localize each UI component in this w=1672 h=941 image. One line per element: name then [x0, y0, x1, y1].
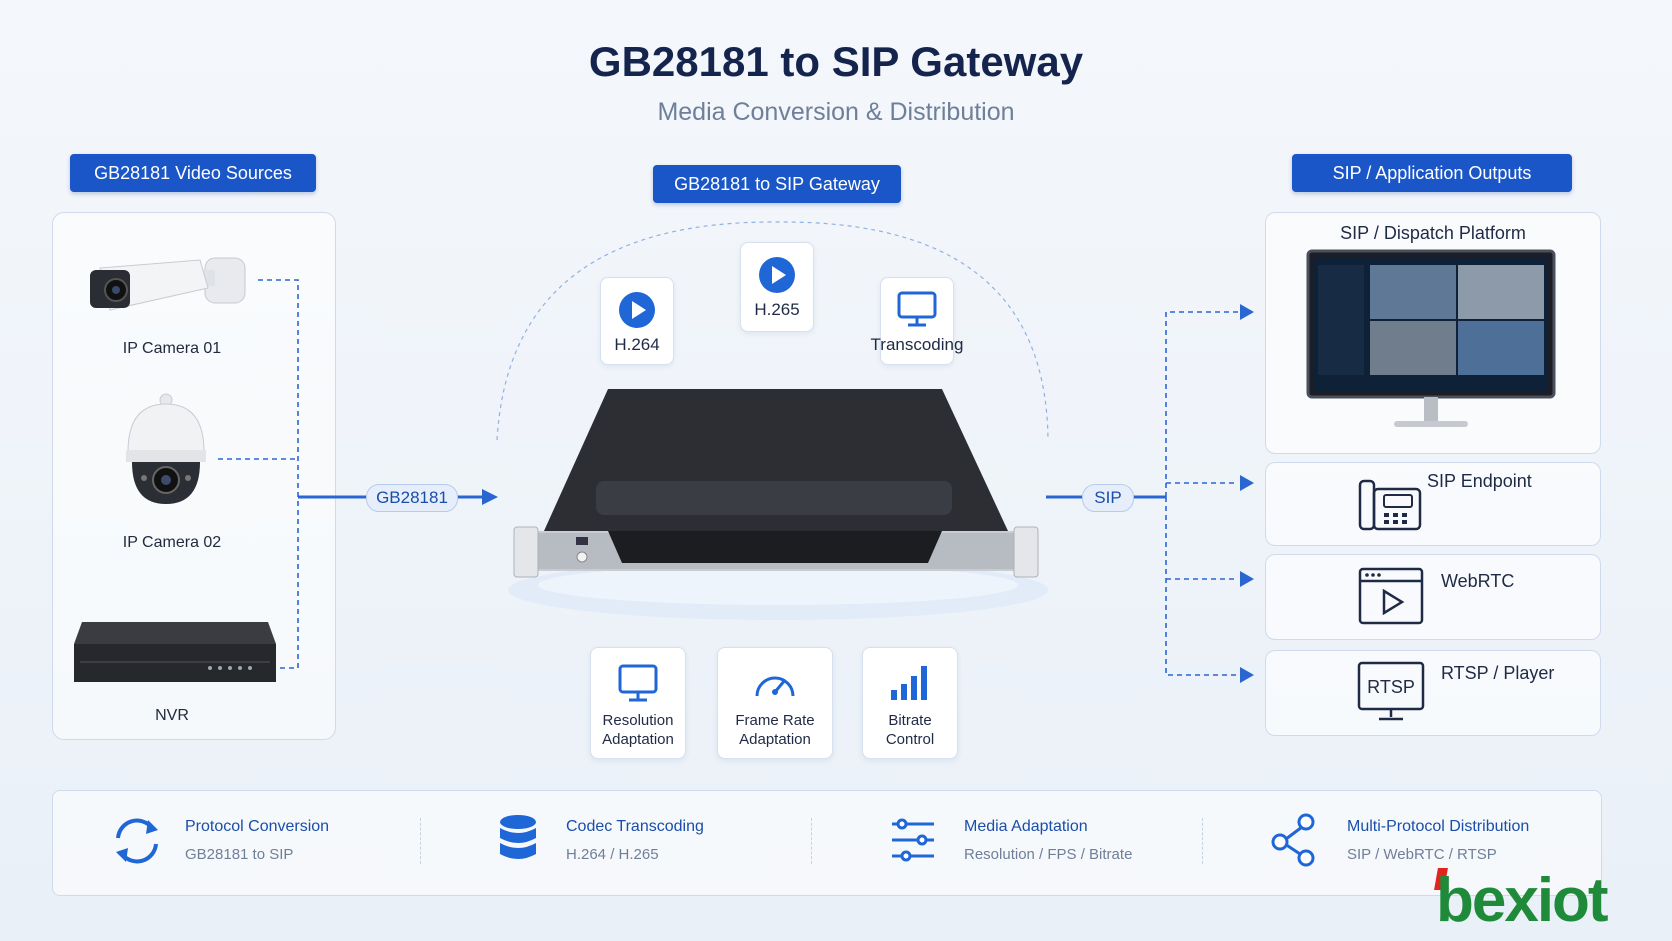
- monitor-icon: [618, 664, 658, 702]
- gateway-heading: GB28181 to SIP Gateway: [653, 165, 901, 203]
- rtsp-badge: RTSP: [1367, 677, 1415, 697]
- ptz-camera-icon: [126, 393, 206, 504]
- page-title: GB28181 to SIP Gateway: [588, 38, 1084, 85]
- play-icon: [619, 292, 655, 328]
- monitor-icon: [1306, 249, 1556, 427]
- feature-card-h264: H.264: [600, 277, 674, 365]
- input-protocol-tag: GB28181: [366, 484, 458, 512]
- share-icon: [1271, 813, 1315, 867]
- feature-card-bitrate: Bitrate Control: [862, 647, 958, 759]
- source-label-camera-02: IP Camera 02: [122, 534, 222, 551]
- outputs-heading: SIP / Application Outputs: [1292, 154, 1572, 192]
- feature-title-media: Media Adaptation: [964, 818, 1088, 835]
- signal-bars-icon: [891, 666, 927, 700]
- source-label-nvr: NVR: [155, 707, 189, 724]
- source-label-camera-01: IP Camera 01: [122, 340, 222, 357]
- sources-heading: GB28181 Video Sources: [70, 154, 316, 192]
- sliders-icon: [892, 818, 934, 862]
- database-icon: [500, 815, 536, 859]
- feature-separator: [1202, 818, 1204, 864]
- rtsp-monitor-icon: [1357, 661, 1425, 721]
- desk-phone-icon: [1358, 479, 1422, 531]
- output-webrtc: WebRTC: [1265, 554, 1601, 640]
- feature-card-resolution: Resolution Adaptation: [590, 647, 686, 759]
- browser-play-icon: [1358, 567, 1424, 625]
- nvr-icon: [74, 622, 276, 682]
- feature-title-codec: Codec Transcoding: [566, 818, 704, 835]
- bullet-camera-icon: [90, 257, 246, 311]
- feature-sub-media: Resolution / FPS / Bitrate: [964, 846, 1133, 863]
- features-bar: [52, 790, 1602, 896]
- monitor-icon: [897, 291, 937, 327]
- feature-separator: [811, 818, 813, 864]
- output-dispatch-platform: SIP / Dispatch Platform: [1265, 212, 1601, 454]
- output-rtsp-player: RTSP RTSP / Player: [1265, 650, 1601, 736]
- gauge-icon: [755, 676, 795, 697]
- gateway-device: [508, 389, 1048, 620]
- output-sip-endpoint: SIP Endpoint: [1265, 462, 1601, 546]
- output-protocol-tag: SIP: [1082, 484, 1134, 512]
- feature-card-frame-rate: Frame Rate Adaptation: [717, 647, 833, 759]
- feature-sub-distribution: SIP / WebRTC / RTSP: [1347, 846, 1497, 863]
- feature-card-transcoding: Transcoding: [871, 277, 963, 365]
- feature-title-distribution: Multi-Protocol Distribution: [1347, 818, 1530, 835]
- feature-title-protocol: Protocol Conversion: [185, 818, 330, 835]
- play-icon: [759, 257, 795, 293]
- feature-sub-protocol: GB28181 to SIP: [185, 846, 294, 863]
- sync-icon: [116, 818, 158, 864]
- feature-sub-codec: H.264 / H.265: [566, 846, 659, 863]
- brand-logo: bexiot: [1436, 866, 1609, 935]
- feature-separator: [420, 818, 422, 864]
- page-subtitle: Media Conversion & Distribution: [657, 98, 1015, 126]
- feature-card-h265: H.265: [740, 242, 814, 332]
